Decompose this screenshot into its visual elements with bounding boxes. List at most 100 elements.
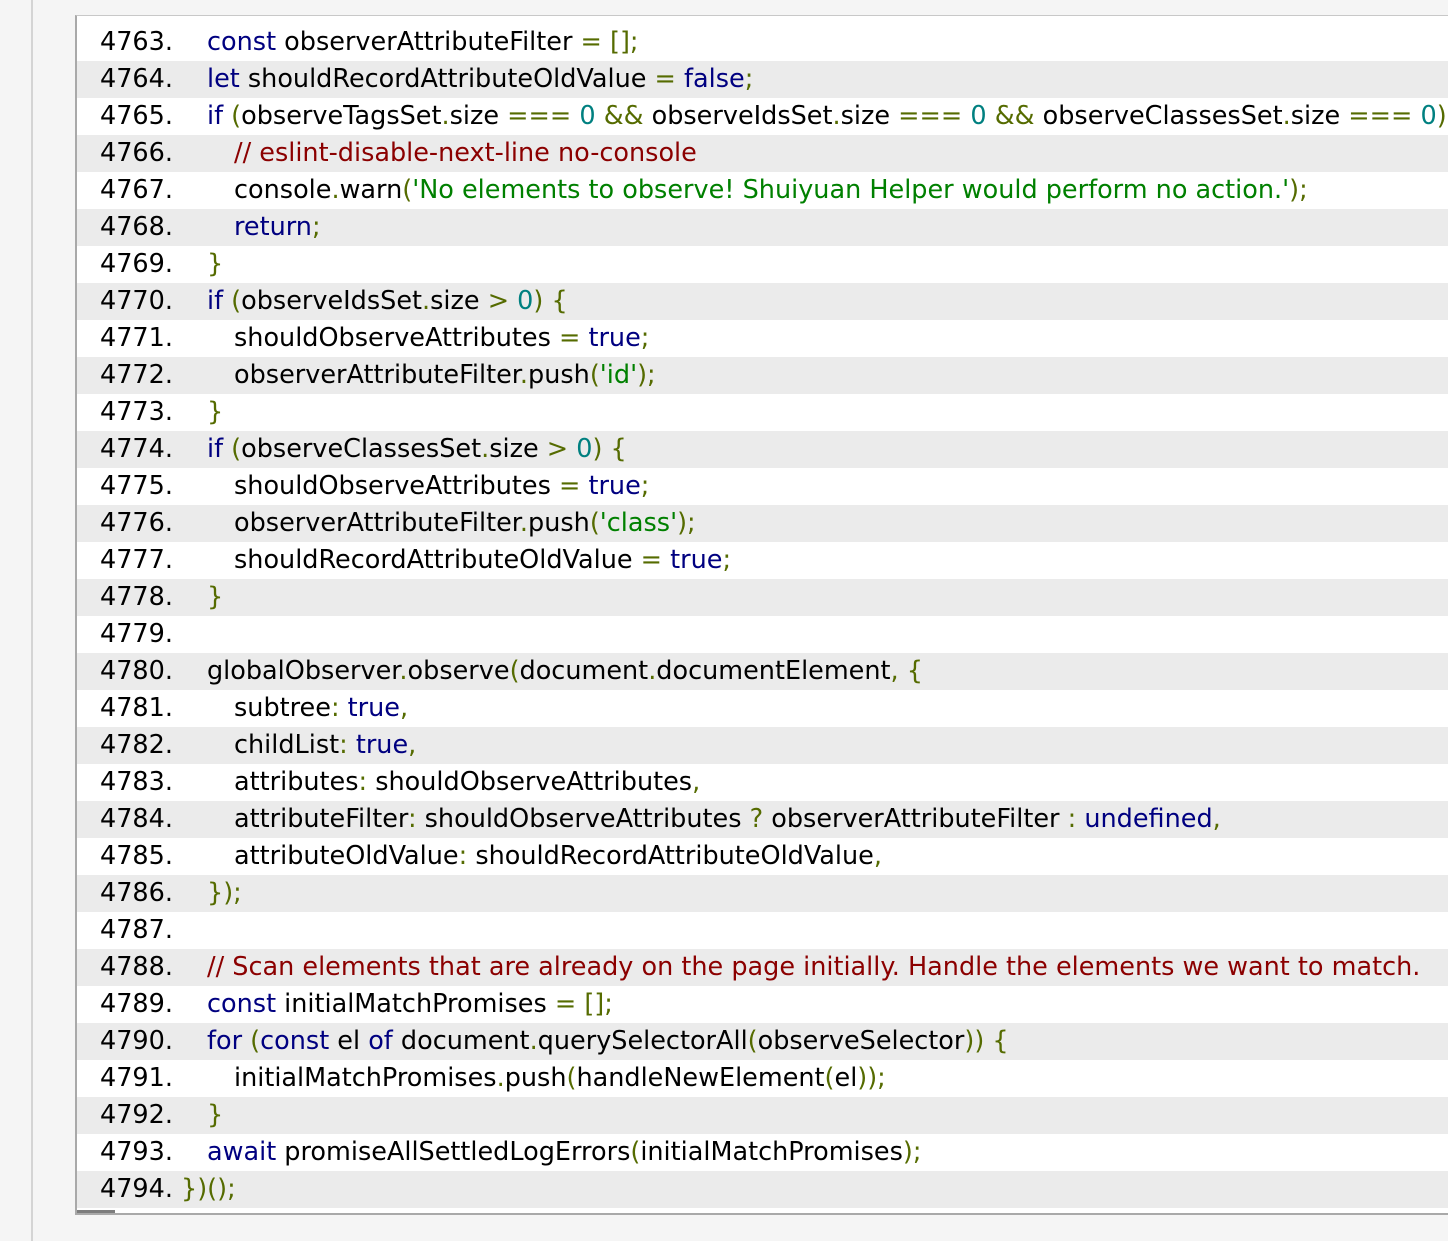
code-token: > — [546, 434, 577, 464]
code-line: 4763.const observerAttributeFilter = []; — [77, 24, 1448, 61]
code-token: return — [234, 212, 312, 242]
code-token: ) { — [533, 286, 568, 316]
line-number: 4774. — [99, 434, 173, 464]
line-code: globalObserver.observe(document.document… — [173, 653, 923, 690]
code-line: 4781.subtree: true, — [77, 690, 1448, 727]
line-code: if (observeClassesSet.size > 0) { — [173, 431, 627, 468]
line-number: 4786. — [99, 878, 173, 908]
code-line: 4769.} — [77, 246, 1448, 283]
line-code: let shouldRecordAttributeOldValue = fals… — [173, 61, 753, 98]
code-token: . — [1282, 101, 1291, 131]
code-token: shouldObserveAttributes — [234, 323, 559, 353]
line-code: shouldRecordAttributeOldValue = true; — [173, 542, 731, 579]
code-token: observeIdsSet — [643, 101, 833, 131]
line-number: 4790. — [99, 1026, 173, 1056]
code-token: ( — [231, 434, 242, 464]
code-token: true — [588, 471, 641, 501]
line-number: 4782. — [99, 730, 173, 760]
code-token: . — [832, 101, 841, 131]
code-token: , — [399, 693, 409, 723]
line-code — [173, 616, 181, 653]
code-token — [987, 101, 995, 131]
code-line: 4775.shouldObserveAttributes = true; — [77, 468, 1448, 505]
code-token: ? — [749, 804, 772, 834]
line-code: attributes: shouldObserveAttributes, — [173, 764, 700, 801]
code-line: 4780.globalObserver.observe(document.doc… — [77, 653, 1448, 690]
code-line: 4793.await promiseAllSettledLogErrors(in… — [77, 1134, 1448, 1171]
line-number: 4771. — [99, 323, 173, 353]
code-token: . — [496, 1063, 505, 1093]
code-token: ( — [824, 1063, 835, 1093]
code-listing[interactable]: 4763.const observerAttributeFilter = [];… — [75, 15, 1448, 1215]
code-token: shouldRecordAttributeOldValue — [475, 841, 874, 871]
code-token: 0 — [1420, 101, 1437, 131]
code-line: 4773.} — [77, 394, 1448, 431]
code-token: === — [898, 101, 971, 131]
code-token: shouldObserveAttributes — [375, 767, 693, 797]
line-number: 4770. — [99, 286, 173, 316]
line-number: 4783. — [99, 767, 173, 797]
code-line: 4770.if (observeIdsSet.size > 0) { — [77, 283, 1448, 320]
code-token: true — [347, 693, 400, 723]
code-token: ( — [402, 175, 413, 205]
code-token: = — [558, 471, 589, 501]
code-token: true — [355, 730, 409, 760]
code-line: 4790.for (const el of document.querySele… — [77, 1023, 1448, 1060]
code-token: await — [207, 1137, 277, 1167]
line-number: 4787. — [99, 915, 173, 945]
code-token: . — [422, 286, 431, 316]
code-token: observerAttributeFilter — [771, 804, 1068, 834]
code-line: 4788.// Scan elements that are already o… — [77, 949, 1448, 986]
code-token — [242, 1026, 250, 1056]
code-line: 4794.})(); — [77, 1171, 1448, 1208]
code-token: ); — [902, 1137, 922, 1167]
line-number: 4765. — [99, 101, 173, 131]
code-token: . — [529, 1026, 538, 1056]
line-code: observerAttributeFilter.push('class'); — [173, 505, 696, 542]
code-token: document — [392, 1026, 530, 1056]
code-token: . — [441, 101, 450, 131]
code-token: if — [207, 101, 224, 131]
code-token: true — [588, 323, 641, 353]
code-token: }); — [207, 878, 242, 908]
line-code: } — [173, 1097, 223, 1134]
code-token: . — [399, 656, 408, 686]
line-code: })(); — [173, 1171, 236, 1208]
code-line: 4791.initialMatchPromises.push(handleNew… — [77, 1060, 1448, 1097]
code-line: 4792.} — [77, 1097, 1448, 1134]
code-token: initialMatchPromises — [234, 1063, 497, 1093]
code-token: && — [603, 101, 644, 131]
code-token: } — [207, 249, 224, 279]
code-token: shouldObserveAttributes — [234, 471, 559, 501]
line-code: // eslint-disable-next-line no-console — [173, 135, 697, 172]
code-line: 4786.}); — [77, 875, 1448, 912]
code-token: . — [331, 175, 340, 205]
code-token — [223, 434, 231, 464]
code-token: el — [834, 1063, 858, 1093]
code-token: size — [430, 286, 488, 316]
code-token: )) { — [964, 1026, 1009, 1056]
code-token: observeSelector — [757, 1026, 965, 1056]
line-number: 4781. — [99, 693, 173, 723]
code-token: = — [558, 323, 589, 353]
code-token: ( — [566, 1063, 577, 1093]
horizontal-scrollbar-thumb[interactable] — [77, 1210, 115, 1213]
code-token: ( — [509, 656, 520, 686]
line-number: 4763. — [99, 27, 173, 57]
line-code: if (observeIdsSet.size > 0) { — [173, 283, 568, 320]
line-code: observerAttributeFilter.push('id'); — [173, 357, 656, 394]
line-code: } — [173, 246, 223, 283]
line-code: } — [173, 579, 223, 616]
code-token: , — [692, 767, 701, 797]
code-token: 'id' — [599, 360, 638, 390]
line-code: childList: true, — [173, 727, 416, 764]
code-token: ); — [637, 360, 656, 390]
code-token: globalObserver — [207, 656, 400, 686]
code-token — [223, 101, 231, 131]
code-token: 'class' — [599, 508, 678, 538]
code-line: 4787. — [77, 912, 1448, 949]
code-line: 4779. — [77, 616, 1448, 653]
code-token: const — [207, 989, 277, 1019]
code-token: : — [458, 841, 476, 871]
line-number: 4767. — [99, 175, 173, 205]
